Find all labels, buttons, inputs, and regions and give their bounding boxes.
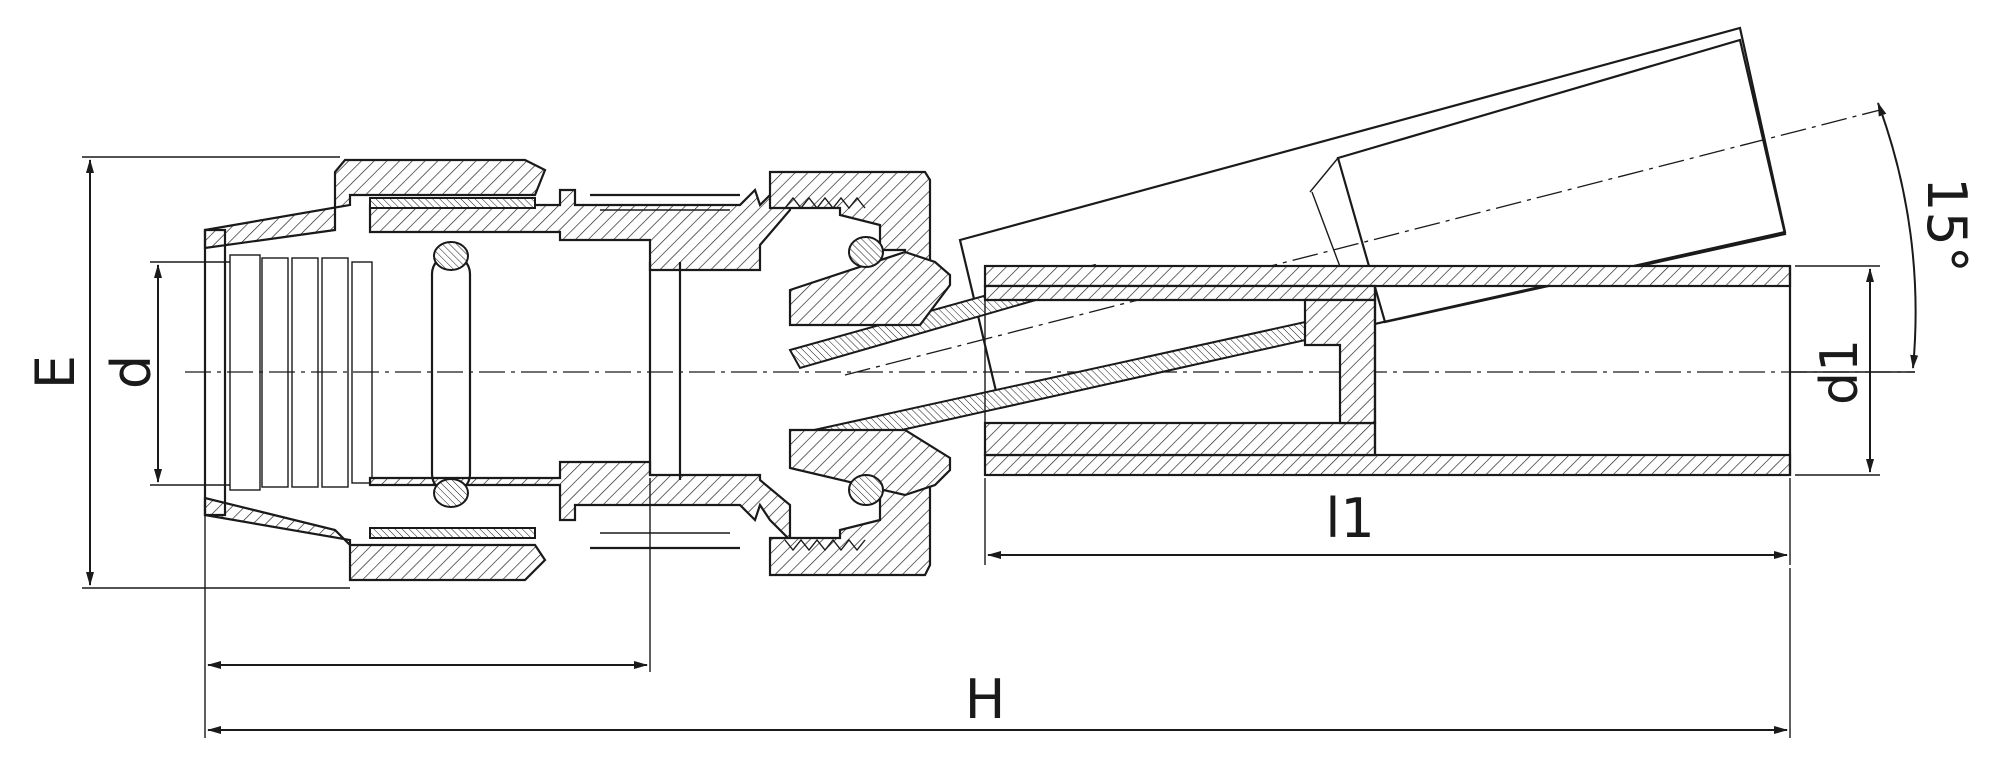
tilted-pipe-chamfer bbox=[1309, 157, 1339, 193]
union-nut bbox=[768, 170, 952, 577]
union-o-ring-bottom bbox=[848, 474, 884, 506]
pipe-wall-top bbox=[983, 264, 1792, 288]
tilted-pipe bbox=[788, 26, 1787, 452]
dimension-H: H bbox=[207, 568, 1791, 738]
dimension-E: E bbox=[24, 156, 350, 589]
dimension-d: d bbox=[100, 261, 230, 486]
label-l1: l1 bbox=[1325, 487, 1374, 550]
body-liner-bottom bbox=[369, 527, 536, 539]
dimension-angle: 15° bbox=[1790, 102, 1978, 373]
label-d: d bbox=[100, 355, 163, 389]
label-E: E bbox=[24, 355, 87, 389]
o-ring-bottom bbox=[433, 478, 469, 508]
tilted-axis bbox=[844, 109, 1881, 376]
pipe-bore-step-bottom bbox=[983, 421, 1377, 457]
label-angle: 15° bbox=[1915, 177, 1978, 273]
left-grip-rings bbox=[229, 254, 373, 491]
straight-pipe bbox=[983, 264, 1792, 477]
dimension-insertion bbox=[204, 478, 651, 738]
pipe-wall-bottom bbox=[983, 453, 1792, 477]
center-lines bbox=[185, 109, 1915, 376]
dimension-d1: d1 bbox=[1795, 265, 1880, 476]
left-nut-bottom bbox=[203, 496, 547, 582]
left-nut-top bbox=[203, 158, 547, 250]
o-ring-left bbox=[430, 241, 472, 508]
union-thread-bottom bbox=[784, 538, 866, 552]
union-insert-top bbox=[788, 250, 952, 327]
body-liner-top bbox=[369, 197, 536, 209]
union-o-ring-top bbox=[848, 236, 884, 268]
left-body bbox=[203, 158, 547, 582]
union-thread-top bbox=[784, 196, 866, 210]
union-insert-bottom bbox=[788, 428, 952, 497]
dimension-l1: l1 bbox=[984, 478, 1791, 565]
label-H: H bbox=[965, 668, 1006, 731]
o-ring-top bbox=[433, 241, 469, 271]
pipe-socket bbox=[1303, 298, 1377, 425]
pipe-bore-step-top bbox=[983, 284, 1377, 302]
left-nut-face bbox=[203, 228, 227, 517]
union-nut-top bbox=[768, 170, 932, 302]
